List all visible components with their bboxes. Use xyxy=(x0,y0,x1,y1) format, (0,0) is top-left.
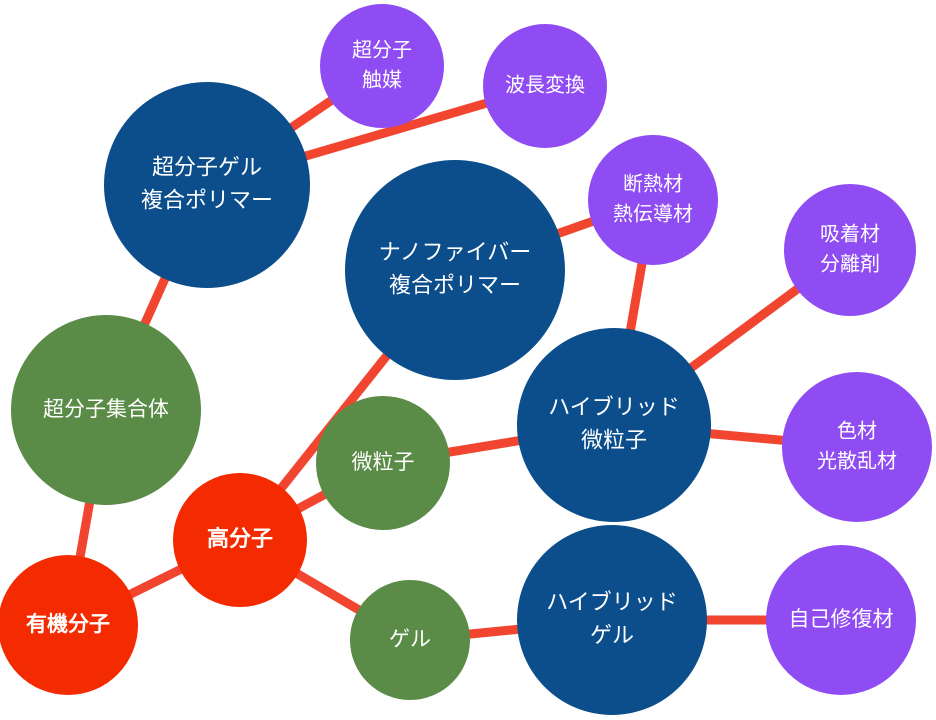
node-circle xyxy=(0,555,138,695)
node-circle xyxy=(320,4,444,128)
node-circle xyxy=(588,135,718,265)
node-label: 超分子 xyxy=(352,38,412,62)
node-label: ハイブリッド xyxy=(548,396,680,421)
node-circle xyxy=(517,525,707,715)
node-circle xyxy=(345,160,565,380)
node-label: ナノファイバー xyxy=(379,241,531,266)
node-circle xyxy=(766,545,916,695)
nodes-layer: 超分子触媒波長変換超分子ゲル複合ポリマー断熱材熱伝導材吸着材分離剤ナノファイバー… xyxy=(0,4,932,715)
node-label: 色材 xyxy=(837,419,877,443)
node-wavelength_conversion: 波長変換 xyxy=(483,24,607,148)
node-circle xyxy=(316,396,450,530)
node-circle xyxy=(517,328,711,522)
node-gel: ゲル xyxy=(350,580,470,700)
node-circle xyxy=(782,372,932,522)
node-supramolecular_assembly: 超分子集合体 xyxy=(11,315,201,505)
node-label: 吸着材 xyxy=(820,222,880,246)
node-label: 分離剤 xyxy=(820,252,880,276)
node-label: 自己修復材 xyxy=(789,607,894,631)
node-label: 複合ポリマー xyxy=(389,274,521,299)
node-label: ゲル xyxy=(590,624,634,649)
node-label: 微粒子 xyxy=(352,450,415,474)
node-label: 触媒 xyxy=(362,68,402,92)
node-circle xyxy=(104,82,310,288)
node-label: 複合ポリマー xyxy=(141,189,273,214)
node-label: 高分子 xyxy=(207,526,273,552)
node-microparticle: 微粒子 xyxy=(316,396,450,530)
node-label: 有機分子 xyxy=(26,612,110,636)
node-label: 波長変換 xyxy=(505,73,585,97)
node-label: 超分子集合体 xyxy=(43,397,169,421)
node-circle xyxy=(483,24,607,148)
node-polymer: 高分子 xyxy=(173,473,307,607)
node-circle xyxy=(784,184,916,316)
node-label: 光散乱材 xyxy=(817,449,897,473)
node-organic_molecule: 有機分子 xyxy=(0,555,138,695)
node-circle xyxy=(173,473,307,607)
node-label: 微粒子 xyxy=(581,429,647,454)
node-label: 超分子ゲル xyxy=(152,156,262,181)
node-label: 熱伝導材 xyxy=(613,202,693,226)
node-label: ハイブリッド xyxy=(546,591,678,616)
node-self_healing: 自己修復材 xyxy=(766,545,916,695)
node-label: ゲル xyxy=(389,627,431,651)
node-circle xyxy=(11,315,201,505)
node-circle xyxy=(350,580,470,700)
node-label: 断熱材 xyxy=(623,172,683,196)
